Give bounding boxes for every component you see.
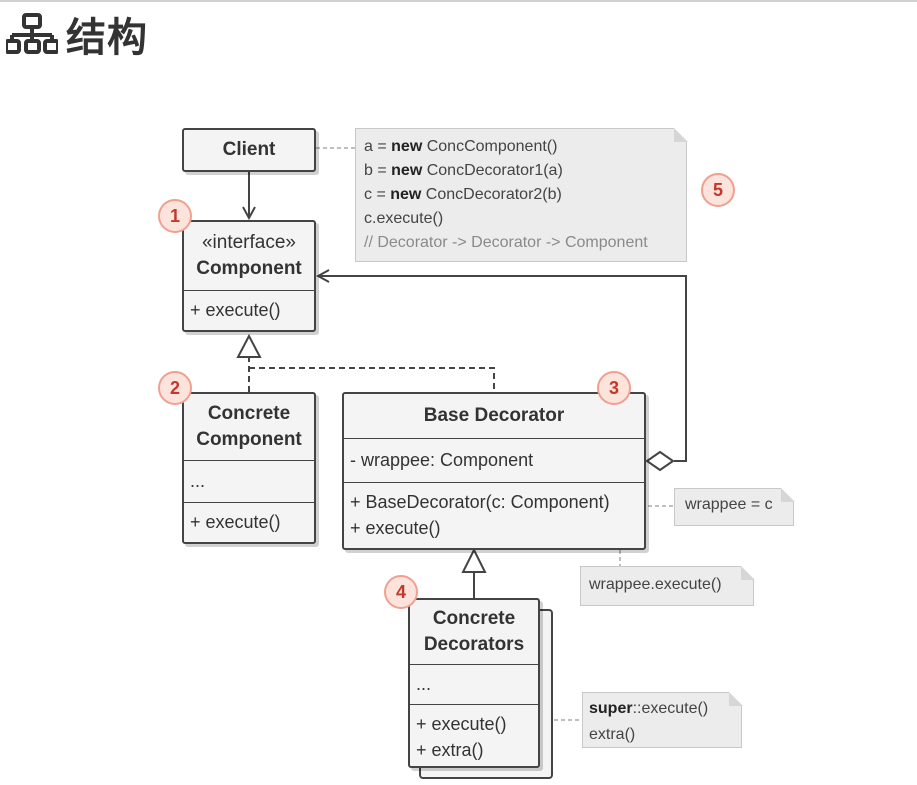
component-method: + execute() xyxy=(190,300,281,320)
client-code-note: a = new ConcComponent() b = new ConcDeco… xyxy=(355,127,688,262)
super-note-line-1: super::execute() xyxy=(589,700,709,717)
component-name: Component xyxy=(196,258,302,279)
step-badge-4: 4 xyxy=(384,575,418,609)
concrete-decorators-name-1: Concrete xyxy=(432,608,516,629)
realization-lines xyxy=(248,358,495,392)
super-note-line-2: extra() xyxy=(589,726,636,743)
client-name: Client xyxy=(222,139,276,160)
note-line-3: c = new ConcDecorator2(b) xyxy=(364,186,562,203)
note-line-2: b = new ConcDecorator1(a) xyxy=(364,162,563,179)
wrappee-execute-text: wrappee.execute() xyxy=(589,576,722,593)
structure-icon xyxy=(6,13,58,54)
super-execute-note: super::execute() extra() xyxy=(582,691,743,748)
base-decorator-execute: + execute() xyxy=(350,518,441,538)
step-badge-5: 5 xyxy=(701,173,735,207)
base-decorator-name: Base Decorator xyxy=(423,405,565,426)
inheritance-triangle xyxy=(461,547,487,573)
wrappee-execute-note: wrappee.execute() xyxy=(580,565,755,606)
step-badge-3: 3 xyxy=(597,371,631,405)
base-decorator-field: - wrappee: Component xyxy=(350,450,534,470)
concrete-decorators-name-2: Decorators xyxy=(423,634,525,655)
concrete-component-fields: ... xyxy=(190,471,206,491)
component-stereotype: «interface» xyxy=(201,232,296,253)
wrappee-note: wrappee = c xyxy=(674,487,795,526)
aggregation-diamond xyxy=(645,450,675,472)
step-badge-2: 2 xyxy=(158,371,192,405)
page-title: 结构 xyxy=(66,15,148,61)
note-line-4: c.execute() xyxy=(364,210,444,227)
concrete-decorators-extra: + extra() xyxy=(416,740,484,760)
base-decorator-class: Base Decorator - wrappee: Component + Ba… xyxy=(342,392,646,550)
step-badge-1: 1 xyxy=(158,199,192,233)
realization-triangle xyxy=(236,333,262,358)
concrete-component-name-1: Concrete xyxy=(207,403,291,424)
note-line-1: a = new ConcComponent() xyxy=(364,138,558,155)
base-decorator-constructor: + BaseDecorator(c: Component) xyxy=(350,492,610,512)
concrete-decorators-fields: ... xyxy=(416,674,432,694)
wrappee-note-text: wrappee = c xyxy=(685,496,773,513)
note-comment: // Decorator -> Decorator -> Component xyxy=(364,234,648,251)
concrete-component-name-2: Component xyxy=(196,429,302,450)
concrete-component-method: + execute() xyxy=(190,512,281,532)
concrete-decorators-execute: + execute() xyxy=(416,714,507,734)
component-interface: «interface» Component + execute() xyxy=(182,220,316,332)
concrete-decorators-class: Concrete Decorators ... + execute() + ex… xyxy=(408,598,540,768)
client-class: Client xyxy=(182,128,316,172)
concrete-component-class: Concrete Component ... + execute() xyxy=(182,392,316,544)
section-header: 结构 xyxy=(6,6,148,62)
aggregation-line xyxy=(318,276,687,462)
top-divider xyxy=(0,0,917,2)
